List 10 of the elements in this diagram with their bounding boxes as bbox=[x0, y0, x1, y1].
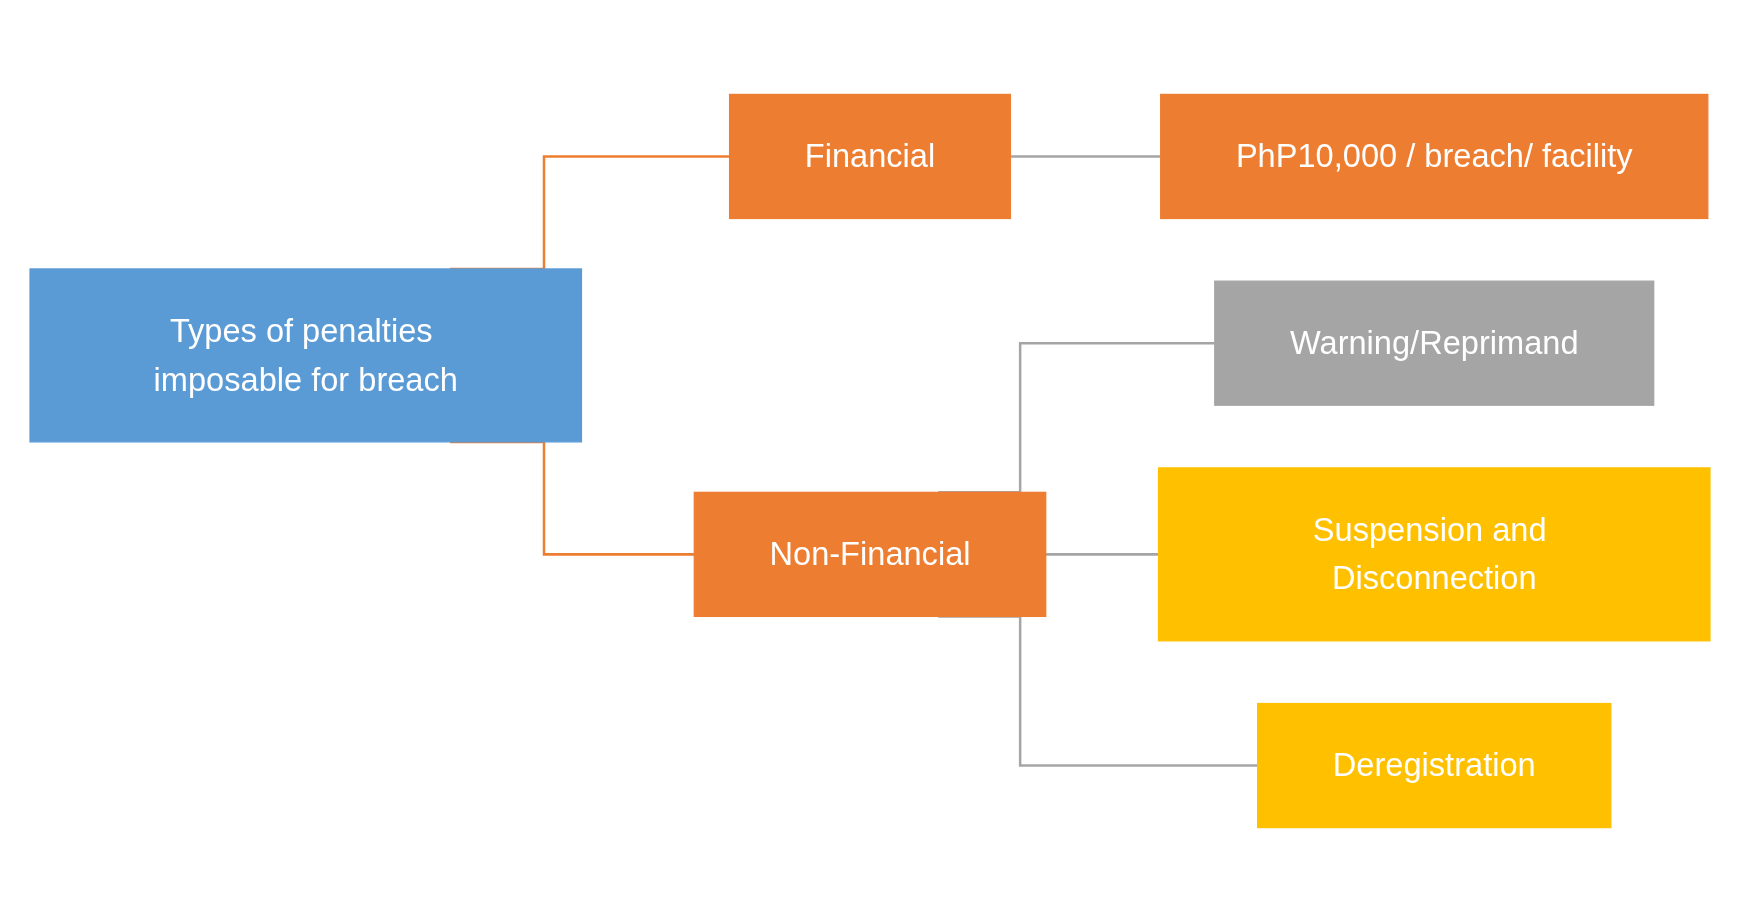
node-box: Deregistration bbox=[1256, 702, 1611, 828]
connector bbox=[1009, 154, 1161, 158]
node-box: Suspension and Disconnection bbox=[1157, 466, 1711, 641]
node-box: PhP10,000 / breach/ facility bbox=[1159, 93, 1708, 219]
node-box: Non-Financial bbox=[693, 491, 1046, 617]
connector bbox=[937, 614, 1258, 767]
node-box: Types of penalties imposable for breach bbox=[28, 267, 582, 442]
node-box: Warning/Reprimand bbox=[1213, 280, 1654, 406]
connector bbox=[1045, 552, 1158, 556]
node-box: Financial bbox=[728, 93, 1011, 219]
